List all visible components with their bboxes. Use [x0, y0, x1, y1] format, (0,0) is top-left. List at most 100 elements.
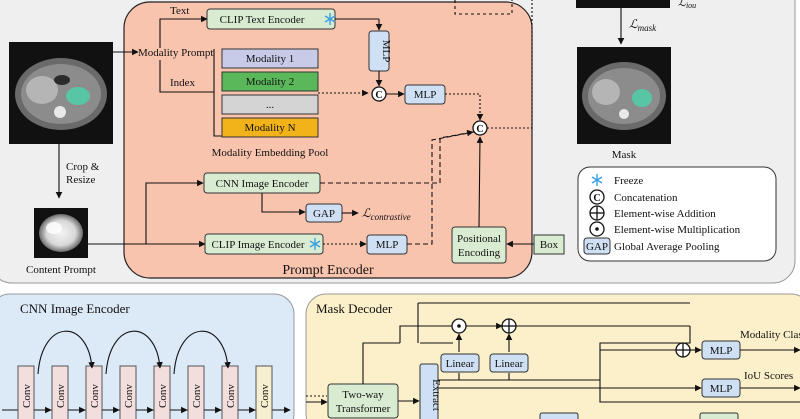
svg-text:Extract: Extract	[430, 379, 442, 411]
svg-text:CLIP Text Encoder: CLIP Text Encoder	[220, 14, 305, 26]
multiply-icon	[451, 318, 467, 334]
legend-freeze: Freeze	[614, 175, 643, 187]
prompt-encoder-title: Prompt Encoder	[282, 263, 374, 278]
svg-text:Linear: Linear	[446, 358, 475, 370]
mlp-bottom-box: MLP	[366, 234, 408, 255]
svg-text:MLP: MLP	[414, 89, 437, 101]
conv-block: Conv	[255, 365, 273, 419]
svg-text:CLIP Image Encoder: CLIP Image Encoder	[211, 239, 304, 251]
two-way-transformer-box: Two-way Transformer	[327, 383, 399, 419]
svg-text:GAP: GAP	[586, 241, 608, 253]
linear-box-b: Linear	[489, 353, 529, 373]
content-prompt-image	[34, 208, 88, 258]
modality-pool-label: Modality Embedding Pool	[212, 147, 329, 159]
crop-resize-label-1: Crop &	[66, 161, 100, 173]
iou-scores-label: IoU Scores	[744, 370, 793, 382]
legend-multiplication: Element-wise Multiplication	[614, 224, 741, 236]
concat-icon: C	[589, 189, 605, 205]
legend-addition: Element-wise Addition	[614, 208, 716, 220]
conv-label: Conv	[55, 384, 67, 408]
svg-text:Linear: Linear	[495, 358, 524, 370]
conv-row: Conv Conv Conv Conv Conv Conv Conv Conv	[2, 330, 291, 419]
conv-label: Conv	[259, 384, 271, 408]
conv-block: Conv	[153, 365, 171, 419]
mask-image	[577, 47, 671, 144]
legend-gap: Global Average Pooling	[614, 241, 720, 253]
cnn-panel-title: CNN Image Encoder	[20, 301, 130, 316]
skip-connection-arc	[37, 330, 95, 375]
conv-block: Conv	[51, 365, 69, 419]
svg-text:Box: Box	[540, 239, 559, 251]
ct-image-input	[9, 42, 113, 144]
svg-text:Two-way: Two-way	[342, 389, 384, 401]
svg-text:MLP: MLP	[710, 345, 733, 357]
legend-box	[577, 166, 777, 262]
legend-concatenation: Concatenation	[614, 192, 678, 204]
svg-text:C: C	[593, 193, 600, 204]
add-icon	[589, 205, 605, 221]
add-icon	[501, 318, 517, 334]
decoder-partial-box-b	[699, 412, 739, 419]
modality-prompt-label: Modality Prompt	[138, 47, 213, 59]
multiply-icon	[589, 221, 605, 237]
gap-box-icon: GAP	[583, 237, 611, 255]
gap-box: GAP	[305, 203, 343, 223]
svg-text:CNN Image Encoder: CNN Image Encoder	[216, 178, 309, 190]
conv-block: Conv	[17, 365, 35, 419]
svg-text:MLP: MLP	[380, 40, 392, 63]
conv-label: Conv	[123, 384, 135, 408]
positional-encoding-box: Positional Encoding	[451, 226, 507, 264]
svg-text:Positional: Positional	[457, 233, 501, 245]
loss-contrastive: ℒcontrastive	[362, 206, 411, 222]
clip-image-encoder-box: CLIP Image Encoder	[204, 233, 324, 255]
svg-text:GAP: GAP	[313, 208, 335, 220]
svg-text:Modality 2: Modality 2	[246, 76, 295, 88]
concat-icon: C	[371, 86, 387, 102]
conv-label: Conv	[225, 384, 237, 408]
box-prompt: Box	[533, 234, 565, 255]
conv-label: Conv	[157, 384, 169, 408]
mask-label: Mask	[612, 149, 637, 161]
conv-block: Conv	[119, 365, 137, 419]
mlp-modality-box: MLP	[701, 340, 741, 360]
loss-iou: ℒiou	[678, 0, 696, 10]
prompt-encoder-panel	[123, 1, 533, 279]
add-icon	[675, 342, 691, 358]
decoder-partial-box-a	[539, 412, 579, 419]
mlp-iou-box: MLP	[701, 378, 741, 398]
conv-block: Conv	[187, 365, 205, 419]
text-label: Text	[170, 5, 189, 17]
svg-text:C: C	[375, 90, 382, 101]
cnn-image-encoder-box: CNN Image Encoder	[203, 172, 321, 194]
linear-box-a: Linear	[440, 353, 480, 373]
svg-text:Modality N: Modality N	[244, 122, 295, 134]
snowflake-icon	[324, 13, 336, 25]
conv-label: Conv	[21, 384, 33, 408]
svg-text:C: C	[476, 124, 483, 135]
crop-resize-label-2: Resize	[66, 174, 95, 186]
conv-label: Conv	[191, 384, 203, 408]
clip-text-encoder-box: CLIP Text Encoder	[206, 8, 336, 30]
modality-ellipsis-box: ...	[221, 94, 319, 115]
mlp-top-box: MLP	[404, 84, 446, 105]
svg-text:...: ...	[266, 99, 275, 111]
conv-block: Conv	[221, 365, 239, 419]
conv-block: Conv	[85, 365, 103, 419]
index-label: Index	[170, 77, 196, 89]
svg-text:MLP: MLP	[710, 383, 733, 395]
conv-label: Conv	[89, 384, 101, 408]
loss-mask: ℒmask	[629, 17, 657, 33]
svg-text:MLP: MLP	[376, 239, 399, 251]
content-prompt-label: Content Prompt	[26, 264, 96, 276]
mask-decoder-title: Mask Decoder	[316, 301, 393, 316]
cnn-panel	[0, 293, 295, 419]
svg-text:Encoding: Encoding	[458, 247, 501, 259]
svg-text:Transformer: Transformer	[336, 403, 391, 415]
mask-output-top-box	[576, 0, 670, 8]
skip-connection-arc	[105, 330, 163, 375]
concat-icon: C	[472, 120, 488, 136]
modality-2-box: Modality 2	[221, 71, 319, 92]
modality-n-box: Modality N	[221, 117, 319, 138]
snowflake-icon	[591, 174, 603, 186]
